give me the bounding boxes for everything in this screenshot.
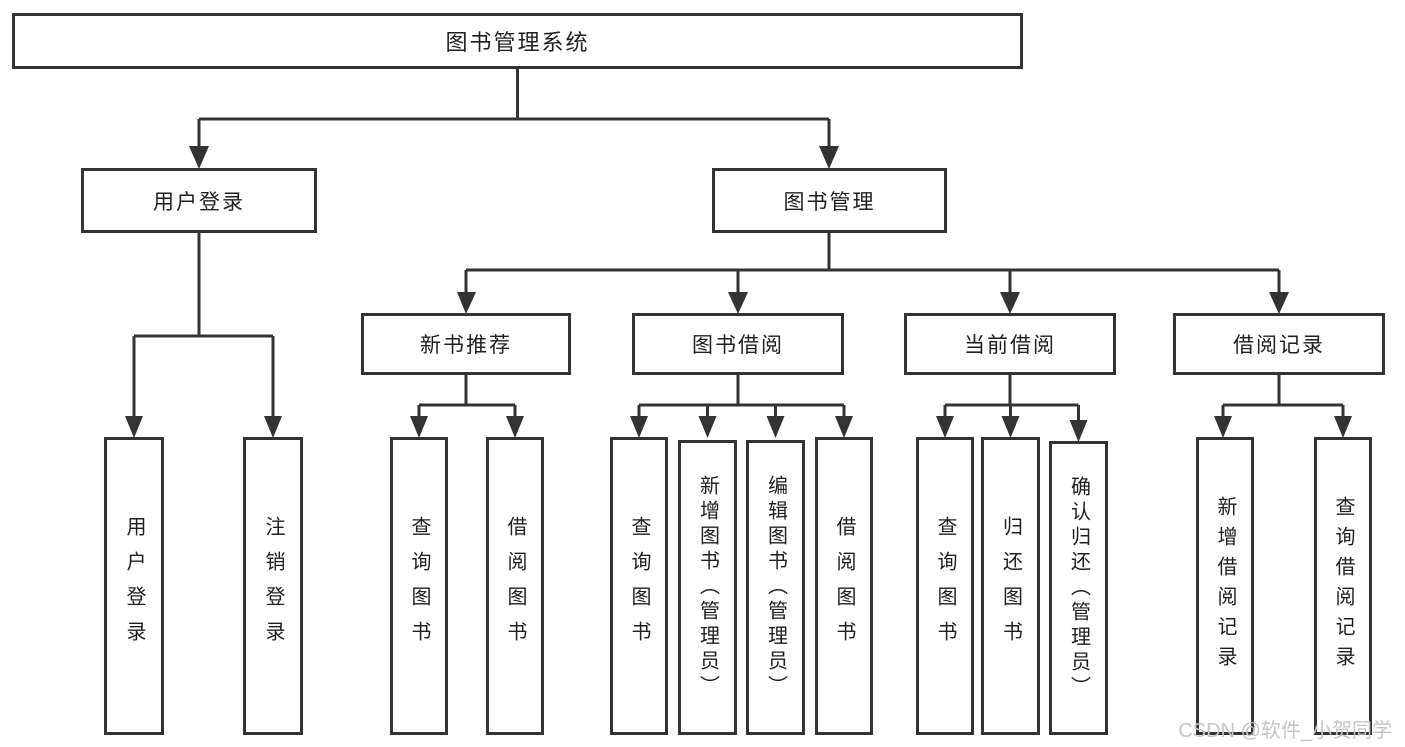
leaf-label: 注销登录: [262, 516, 284, 656]
leaf-query-books-recommend: 查询图书: [390, 437, 448, 735]
node-label: 借阅记录: [1233, 334, 1325, 357]
leaf-label: 新增图书（管理员）: [696, 475, 719, 700]
leaf-logout-login: 注销登录: [243, 437, 303, 735]
leaf-borrow-books-recommend: 借阅图书: [486, 437, 544, 735]
node-label: 当前借阅: [964, 334, 1056, 357]
leaf-query-borrow-record: 查询借阅记录: [1314, 437, 1372, 735]
node-label: 用户登录: [153, 190, 245, 214]
leaf-label: 编辑图书（管理员）: [764, 475, 787, 700]
node-label: 图书借阅: [692, 334, 784, 357]
leaf-query-books-borrowing: 查询图书: [610, 437, 668, 735]
leaf-label: 归还图书: [999, 516, 1022, 656]
leaf-query-books-current: 查询图书: [916, 437, 974, 735]
leaf-label: 用户登录: [123, 516, 145, 656]
leaf-label: 借阅图书: [833, 516, 855, 656]
node-label: 图书管理系统: [445, 30, 590, 55]
leaf-label: 借阅图书: [504, 516, 526, 656]
leaf-borrow-books-borrowing: 借阅图书: [815, 437, 873, 735]
leaf-user-login: 用户登录: [104, 437, 164, 735]
node-new-book-recommendation: 新书推荐: [361, 313, 571, 375]
leaf-edit-book-admin: 编辑图书（管理员）: [746, 440, 805, 735]
leaf-label: 新增借阅记录: [1214, 496, 1236, 676]
node-book-management: 图书管理: [712, 168, 947, 233]
leaf-return-books: 归还图书: [981, 437, 1040, 735]
leaf-label: 查询图书: [408, 516, 430, 656]
leaf-add-book-admin: 新增图书（管理员）: [678, 440, 737, 735]
node-user-login: 用户登录: [81, 168, 317, 233]
node-book-borrowing: 图书借阅: [632, 313, 844, 375]
leaf-label: 确认归还（管理员）: [1067, 475, 1090, 701]
csdn-watermark: CSDN @软件_小贺同学: [1178, 720, 1392, 742]
leaf-label: 查询借阅记录: [1332, 496, 1354, 676]
node-library-management-system: 图书管理系统: [12, 13, 1023, 69]
leaf-label: 查询图书: [628, 516, 650, 656]
leaf-confirm-return-admin: 确认归还（管理员）: [1049, 441, 1108, 735]
leaf-label: 查询图书: [934, 516, 956, 656]
node-label: 新书推荐: [420, 334, 512, 357]
node-label: 图书管理: [783, 190, 876, 214]
node-borrowing-records: 借阅记录: [1173, 313, 1385, 375]
leaf-add-borrow-record: 新增借阅记录: [1196, 437, 1254, 735]
node-current-borrowing: 当前借阅: [904, 313, 1116, 375]
